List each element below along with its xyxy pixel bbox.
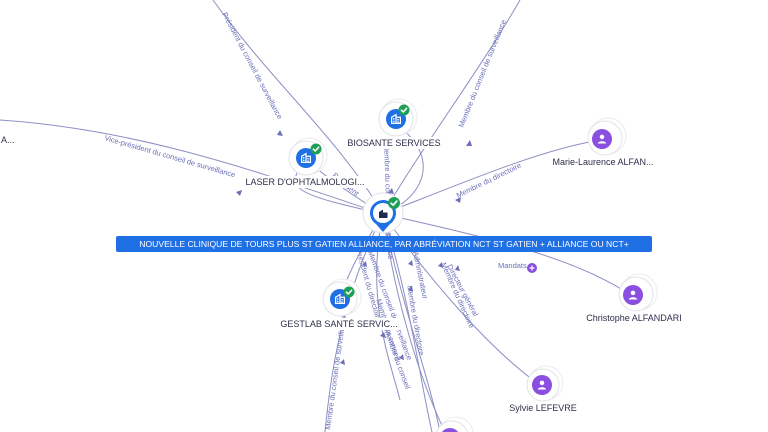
person-node-sylvie[interactable] (526, 365, 564, 402)
company-node-laser[interactable] (288, 137, 328, 176)
verified-check-icon (310, 143, 322, 155)
person-node-christophe[interactable] (618, 273, 658, 312)
company-label-laser[interactable]: LASER D'OPHTALMOLOGI... (242, 176, 368, 188)
edge-label: Mandats (498, 261, 527, 270)
edge-label: Membre du directoire (455, 161, 523, 200)
person-label-marie[interactable]: Marie-Laurence ALFAN... (549, 156, 657, 168)
company-label-biosante[interactable]: BIOSANTE SERVICES (344, 137, 444, 149)
company-label-gestlab[interactable]: GESTLAB SANTÉ SERVIC... (277, 318, 401, 330)
edges (0, 0, 633, 432)
person-node-bottom[interactable] (436, 416, 474, 432)
person-label-left[interactable]: A... (0, 134, 18, 146)
edge (382, 0, 521, 215)
edge-labels: Président du conseil de surveillance Mem… (103, 11, 527, 431)
edge-label: Membre du conseil de surveillance (323, 315, 348, 431)
edge-label: Membre du conseil de surveillance (457, 18, 509, 128)
person-label-sylvie[interactable]: Sylvie LEFEVRE (506, 402, 580, 414)
edge (0, 119, 384, 215)
focus-company-label[interactable]: NOUVELLE CLINIQUE DE TOURS PLUS ST GATIE… (116, 236, 652, 252)
company-node-biosante[interactable] (378, 98, 418, 137)
verified-check-icon (398, 104, 410, 116)
verified-check-icon (343, 286, 355, 298)
mandates-badge[interactable] (527, 263, 537, 273)
edge-label: Président du conseil de surveillance (220, 11, 284, 121)
focus-node[interactable] (362, 192, 404, 234)
person-label-christophe[interactable]: Christophe ALFANDARI (583, 312, 685, 324)
edge-label: Vice-président du conseil de surveillanc… (103, 133, 236, 179)
company-node-gestlab[interactable] (322, 278, 362, 317)
person-node-marie[interactable] (587, 117, 627, 156)
verified-check-icon (388, 197, 400, 209)
edge (382, 139, 601, 215)
